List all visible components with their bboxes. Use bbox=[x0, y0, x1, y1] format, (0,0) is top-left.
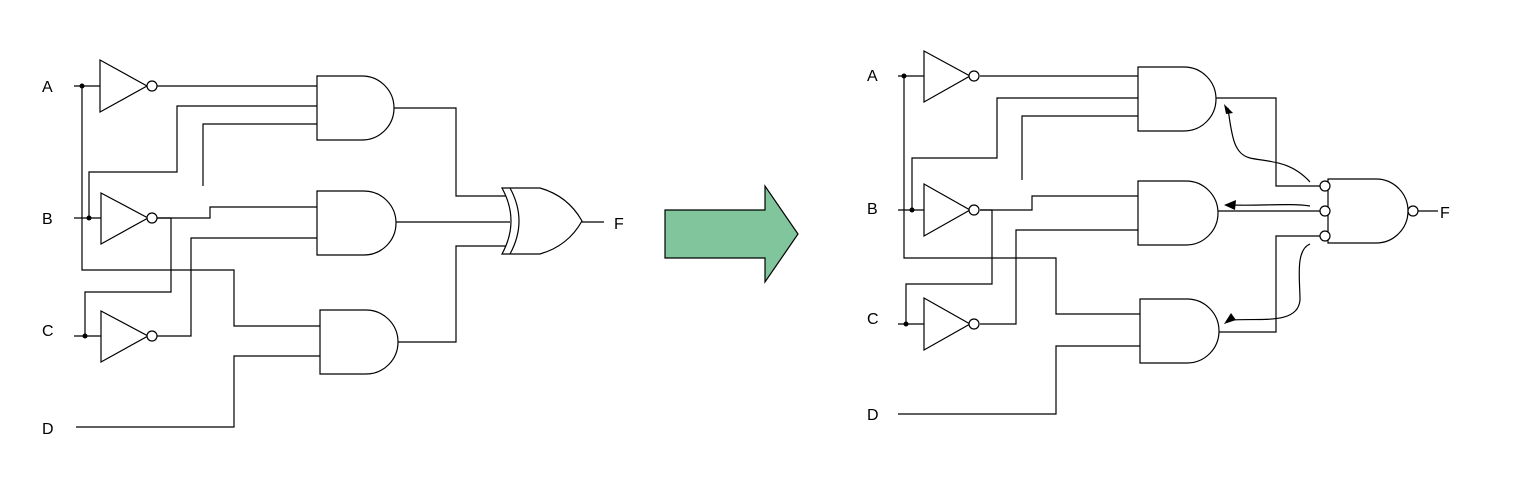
left-junction-c bbox=[82, 333, 88, 339]
left-and-gate-2 bbox=[316, 190, 397, 256]
left-output-f-label: F bbox=[614, 216, 624, 233]
left-wires bbox=[74, 85, 604, 428]
left-or-gate bbox=[500, 187, 583, 255]
left-not-gate-a bbox=[99, 58, 158, 114]
right-input-a-label: A bbox=[867, 68, 878, 85]
left-not-gate-b bbox=[100, 192, 158, 246]
right-junction-a bbox=[901, 73, 907, 79]
left-and-gate-1 bbox=[316, 75, 395, 141]
right-output-f-label: F bbox=[1440, 205, 1450, 222]
right-wires bbox=[898, 75, 1438, 415]
right-not-gate-b bbox=[923, 182, 980, 238]
right-junction-c bbox=[903, 321, 909, 327]
right-nand-input-bubble-2 bbox=[1319, 205, 1331, 217]
left-input-b-label: B bbox=[42, 211, 53, 228]
right-nand-output-bubble bbox=[1407, 205, 1419, 217]
left-input-d-label: D bbox=[42, 421, 54, 438]
transform-arrow bbox=[664, 184, 799, 284]
right-and-gate-1 bbox=[1137, 66, 1217, 132]
right-not-gate-a bbox=[923, 49, 980, 104]
right-not-gate-c bbox=[923, 296, 980, 352]
left-input-c-label: C bbox=[42, 323, 54, 340]
right-junction-b bbox=[909, 207, 915, 213]
left-not-gate-c bbox=[100, 310, 158, 364]
right-nand-input-bubble-3 bbox=[1319, 230, 1331, 242]
right-input-c-label: C bbox=[867, 311, 879, 328]
left-input-a-label: A bbox=[42, 79, 53, 96]
left-circuit: A B C D F bbox=[42, 58, 624, 438]
right-input-b-label: B bbox=[867, 201, 878, 218]
right-input-d-label: D bbox=[867, 407, 879, 424]
right-nand-input-bubble-1 bbox=[1319, 180, 1331, 192]
left-and-gate-3 bbox=[319, 309, 399, 375]
right-circuit: A B C D F bbox=[867, 49, 1450, 424]
right-nand-gate bbox=[1327, 178, 1409, 244]
left-junction-a bbox=[79, 83, 85, 89]
left-junction-b bbox=[86, 215, 92, 221]
right-and-gate-3 bbox=[1139, 298, 1220, 364]
bubble-push-arrows bbox=[1224, 104, 1311, 324]
right-and-gate-2 bbox=[1137, 180, 1219, 246]
